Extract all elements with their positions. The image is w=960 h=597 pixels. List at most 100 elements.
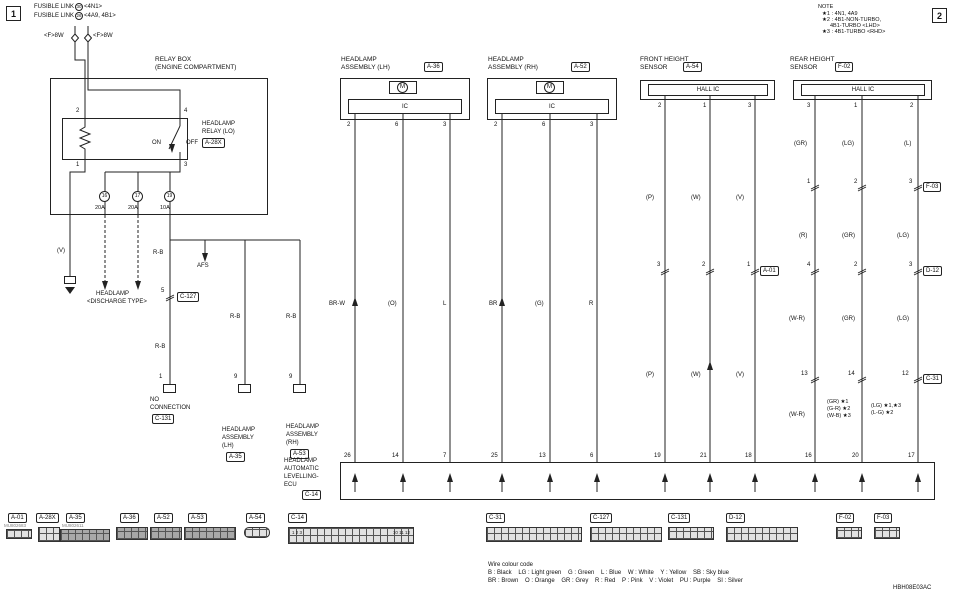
ecu-pin-7: 7 — [443, 453, 447, 459]
feed-wire-1-label: <F>8W — [44, 33, 64, 39]
wire-label-rb-rh: R-B — [286, 314, 297, 320]
a53-label-1: HEADLAMP — [286, 424, 320, 430]
connector-c127-badge: C-127 — [590, 513, 613, 523]
connector-d12-drawing — [726, 527, 798, 542]
no-connection-label-2: CONNECTION — [150, 405, 191, 411]
f03-badge: F-03 — [923, 182, 942, 192]
fusible-link-1: FUSIBLE LINK 30 <4N1> — [34, 3, 102, 11]
c31-pin-14: 14 — [848, 371, 855, 377]
rh-wire3-label: R — [589, 301, 594, 307]
c14-cell-numbers-right: 10 11 12 — [392, 530, 410, 535]
lh-motor-symbol: M — [397, 82, 408, 93]
lh-pin-6: 6 — [395, 122, 399, 128]
rear-seg4-wire3-label-1: (LG) ★1,★3 — [871, 403, 902, 409]
fusible-link-1-label: FUSIBLE LINK — [34, 4, 75, 10]
rear-seg3-wire1-label: (W-R) — [789, 316, 805, 322]
connector-a35-drawing — [60, 529, 110, 542]
rear-seg1-wire3-label: (L) — [904, 141, 912, 147]
ecu-pin-25: 25 — [491, 453, 498, 459]
c31-badge: C-31 — [923, 374, 943, 384]
connector-c14-drawing: 1 2 3 10 11 12 — [288, 527, 414, 544]
discharge-headlamp-label-2: <DISCHARGE TYPE> — [87, 299, 147, 305]
a01-pin-1: 1 — [747, 262, 751, 268]
a35-label-2: ASSEMBLY — [222, 435, 254, 441]
lh-title-1: HEADLAMP — [341, 56, 377, 63]
rh-wire2-label: (G) — [535, 301, 544, 307]
relay-on-label: ON — [152, 140, 161, 146]
connector-a35-badge: A-35 — [66, 513, 85, 523]
c127-badge: C-127 — [177, 292, 200, 302]
connector-c14-badge: C-14 — [288, 513, 308, 523]
rear-seg4-wire1-label: (W-R) — [789, 412, 805, 418]
feed-wire-2-label: <F>8W — [93, 33, 113, 39]
a01-pin-3: 3 — [657, 262, 661, 268]
fusible-link-2-ref: <4A9, 4B1> — [84, 13, 116, 19]
relay-pin-1: 1 — [76, 162, 80, 168]
ecu-pin-13: 13 — [539, 453, 546, 459]
connector-f02-badge: F-02 — [836, 513, 855, 523]
connector-a53-badge: A-53 — [188, 513, 207, 523]
connector-d12-badge: D-12 — [726, 513, 746, 523]
rear-pin-3: 3 — [807, 103, 811, 109]
a01-pin-2: 2 — [702, 262, 706, 268]
headlamp-lh-outline — [340, 78, 470, 120]
ecu-label-2: AUTOMATIC — [284, 466, 319, 472]
no-connection-label-1: NO — [150, 397, 159, 403]
f03-pin-1: 1 — [807, 179, 811, 185]
fusible-link-2: FUSIBLE LINK 26 <4A9, 4B1> — [34, 12, 116, 20]
front-wire2-upper-label: (W) — [691, 195, 701, 201]
rh-motor-symbol: M — [544, 82, 555, 93]
relay-box-outline — [50, 78, 268, 215]
rh-title-2: ASSEMBLY (RH) — [488, 64, 538, 71]
connector-c127-drawing — [590, 527, 662, 542]
wire-label-rb-lh: R-B — [230, 314, 241, 320]
c131-badge: C-131 — [152, 414, 175, 424]
ecu-label-4: ECU — [284, 482, 297, 488]
wire-label-rb-2: R-B — [155, 344, 166, 350]
front-sensor-outline — [640, 80, 775, 100]
afs-label: AFS — [197, 263, 209, 269]
connector-a52-badge: A-52 — [154, 513, 173, 523]
rh-wire1-label: BR — [489, 301, 498, 307]
relay-pin-4: 4 — [184, 108, 188, 114]
lh-wire1-label: BR-W — [329, 301, 345, 307]
rear-seg2-wire2-label: (GR) — [842, 233, 855, 239]
rear-seg1-wire2-label: (LG) — [842, 141, 854, 147]
d12-pin-3: 3 — [909, 262, 913, 268]
rear-seg4-wire2-label-2: (G-R) ★2 — [827, 406, 851, 412]
relay-box-title-1: RELAY BOX — [155, 56, 192, 63]
fuse-16: 16 — [99, 191, 110, 202]
connector-a36-badge: A-36 — [120, 513, 139, 523]
rh-title-1: HEADLAMP — [488, 56, 524, 63]
a01-badge: A-01 — [760, 266, 779, 276]
fuse-19: 19 — [164, 191, 175, 202]
wire-label-rb-1: R-B — [153, 250, 164, 256]
lh-wire3-label: L — [443, 301, 447, 307]
rh-pin-6: 6 — [542, 122, 546, 128]
a53-label-3: (RH) — [286, 440, 299, 446]
ecu-outline — [340, 462, 935, 500]
lh-pin-3: 3 — [443, 122, 447, 128]
front-pin-3: 3 — [748, 103, 752, 109]
ecu-pin-21: 21 — [700, 453, 707, 459]
discharge-headlamp-label-1: HEADLAMP — [96, 291, 130, 297]
rear-seg3-wire3-label: (LG) — [897, 316, 909, 322]
c127-pin-5: 5 — [161, 288, 165, 294]
ecu-pin-16: 16 — [805, 453, 812, 459]
rear-seg2-wire3-label: (LG) — [897, 233, 909, 239]
ecu-pin-17: 17 — [908, 453, 915, 459]
wire-label-v: (V) — [57, 248, 65, 254]
d12-pin-4: 4 — [807, 262, 811, 268]
connector-a35-code: MU802611 — [62, 523, 84, 528]
fuse-17: 17 — [132, 191, 143, 202]
front-pin-2: 2 — [658, 103, 662, 109]
fuse-19-amp: 10A — [160, 205, 170, 211]
ground-terminal — [64, 276, 76, 284]
connector-f02-drawing — [836, 527, 862, 539]
front-wire3-upper-label: (V) — [736, 195, 744, 201]
rear-seg4-wire2-label-1: (GR) ★1 — [827, 399, 849, 405]
connector-c131-badge: C-131 — [668, 513, 691, 523]
relay-pin-3: 3 — [184, 162, 188, 168]
ecu-label-3: LEVELLING- — [284, 474, 319, 480]
sheet-number-left: 1 — [6, 6, 21, 21]
